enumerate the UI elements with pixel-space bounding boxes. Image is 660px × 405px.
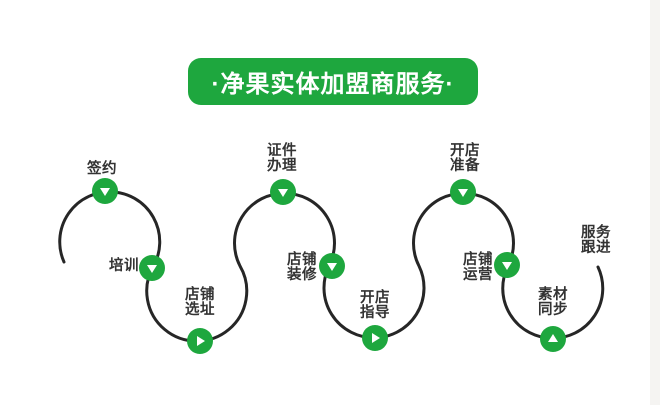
right-edge-shading (650, 0, 660, 405)
play-down-icon (100, 188, 110, 196)
play-down-icon (278, 189, 288, 197)
step-marker-site-selection (187, 328, 213, 354)
step-label-training: 培训 (109, 258, 139, 274)
step-marker-opening-preparation (450, 179, 476, 205)
play-up-icon (548, 334, 558, 342)
play-down-icon (327, 263, 337, 271)
step-marker-sign-contract (92, 178, 118, 204)
step-marker-store-decoration (319, 253, 345, 279)
step-label-material-sync: 素材 同步 (538, 287, 568, 318)
step-label-opening-guidance: 开店 指导 (360, 290, 390, 321)
step-label-license-processing: 证件 办理 (267, 143, 297, 174)
play-down-icon (458, 189, 468, 197)
play-down-icon (147, 265, 157, 273)
step-marker-material-sync (540, 326, 566, 352)
step-label-sign-contract: 签约 (87, 161, 117, 177)
title-banner: ·净果实体加盟商服务· (188, 58, 478, 105)
step-marker-training (139, 255, 165, 281)
step-marker-license-processing (270, 179, 296, 205)
step-label-opening-preparation: 开店 准备 (450, 143, 480, 174)
play-right-icon (372, 333, 380, 343)
step-marker-opening-guidance (362, 325, 388, 351)
play-right-icon (197, 336, 205, 346)
step-label-site-selection: 店铺 选址 (185, 287, 215, 318)
page-title: ·净果实体加盟商服务· (211, 71, 455, 98)
step-label-service-followup: 服务 跟进 (581, 225, 611, 256)
step-label-store-decoration: 店铺 装修 (287, 252, 317, 283)
step-label-store-operation: 店铺 运营 (463, 252, 493, 283)
play-down-icon (502, 262, 512, 270)
step-marker-store-operation (494, 252, 520, 278)
